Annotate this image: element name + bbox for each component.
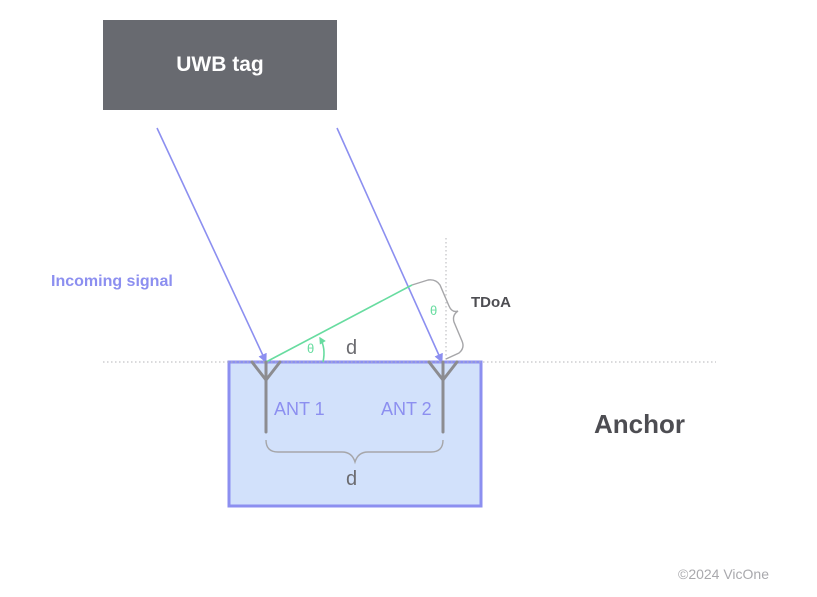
uwb-tag-label: UWB tag [176,53,264,76]
signal-arrow-1 [156,127,267,363]
antenna-1-icon [250,360,282,434]
incoming-signal-label: Incoming signal [51,273,173,290]
wavefront-line [265,284,413,363]
tdoa-label: TDoA [471,294,511,311]
uwb-tag-box: UWB tag [103,20,337,110]
antenna-2-icon [427,360,459,434]
angle-label-1: θ [307,341,315,356]
ant1-label: ANT 1 [274,399,325,419]
anchor-label: Anchor [594,409,685,439]
signal-arrow-2 [336,127,443,363]
angle-arc [319,336,326,363]
anchor-box [227,360,483,508]
tdoa-brace [411,279,464,360]
distance-brace [265,439,444,465]
ant2-label: ANT 2 [381,399,432,419]
distance-label-top: d [346,337,358,359]
angle-label-2: θ [430,303,438,318]
copyright-text: ©2024 VicOne [678,566,770,582]
distance-label-bottom: d [346,468,358,490]
